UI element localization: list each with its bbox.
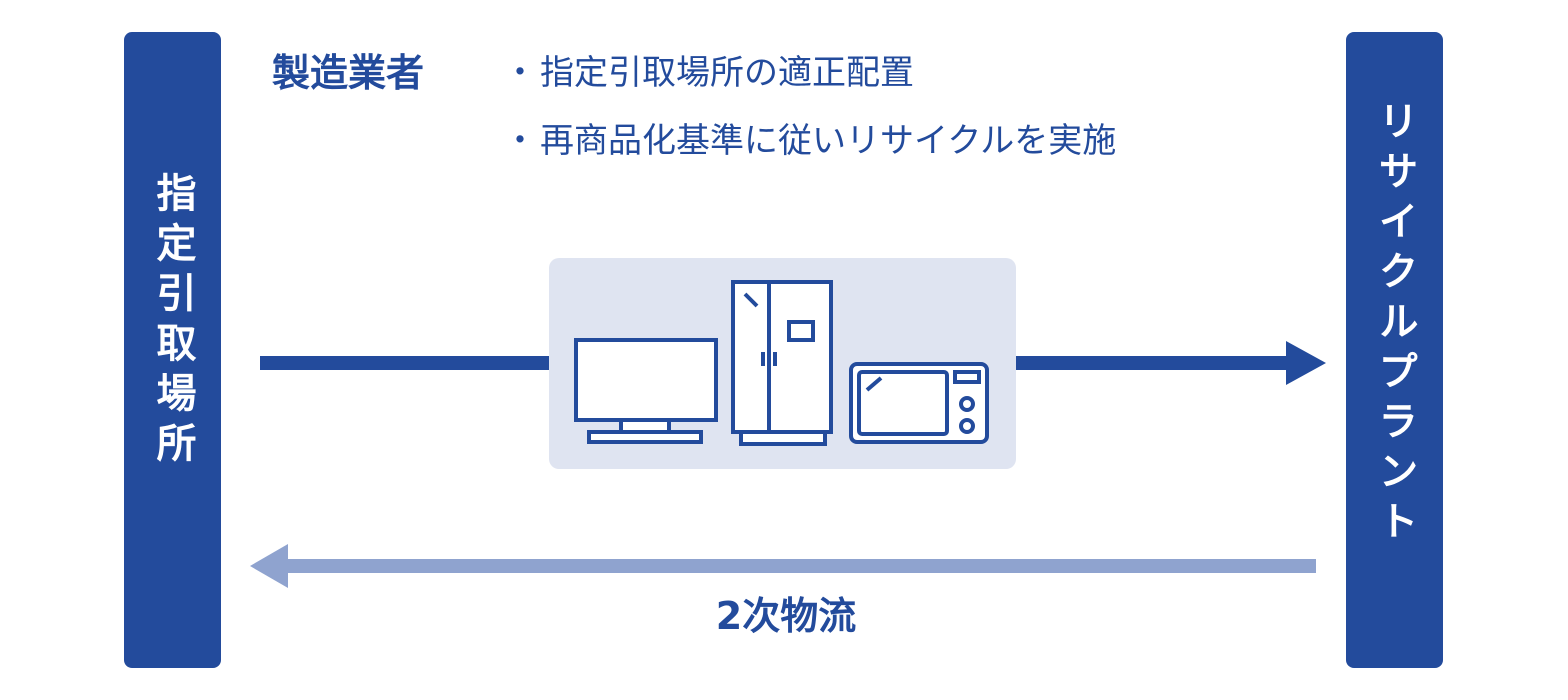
microwave-icon [849,362,989,444]
duty-item: ・指定引取場所の適正配置 [500,56,1116,124]
refrigerator-icon [731,280,833,446]
tv-monitor-icon [574,338,718,444]
recycling-plant-box: リサイクルプラント [1346,32,1443,668]
recycling-plant-label: リサイクルプラント [1371,100,1418,550]
return-arrow-shaft [285,559,1316,573]
appliance-panel [549,258,1016,469]
duty-text: 再商品化基準に従いリサイクルを実施 [540,121,1117,161]
manufacturer-label: 製造業者 [272,51,425,95]
designated-pickup-site-label: 指定引取場所 [149,172,196,472]
forward-arrow-right-segment [1016,356,1291,370]
forward-arrow-head [1286,341,1326,385]
appliances-illustration [574,280,989,446]
manufacturer-duties-list: ・指定引取場所の適正配置 ・再商品化基準に従いリサイクルを実施 [500,56,1116,192]
duty-text: 指定引取場所の適正配置 [540,53,914,93]
return-arrow-head [250,544,288,588]
secondary-logistics-label: 2次物流 [715,594,857,638]
bullet: ・ [503,53,537,93]
duty-item: ・再商品化基準に従いリサイクルを実施 [500,124,1116,192]
bullet: ・ [503,121,537,161]
forward-arrow-left-segment [260,356,550,370]
designated-pickup-site-box: 指定引取場所 [124,32,221,668]
